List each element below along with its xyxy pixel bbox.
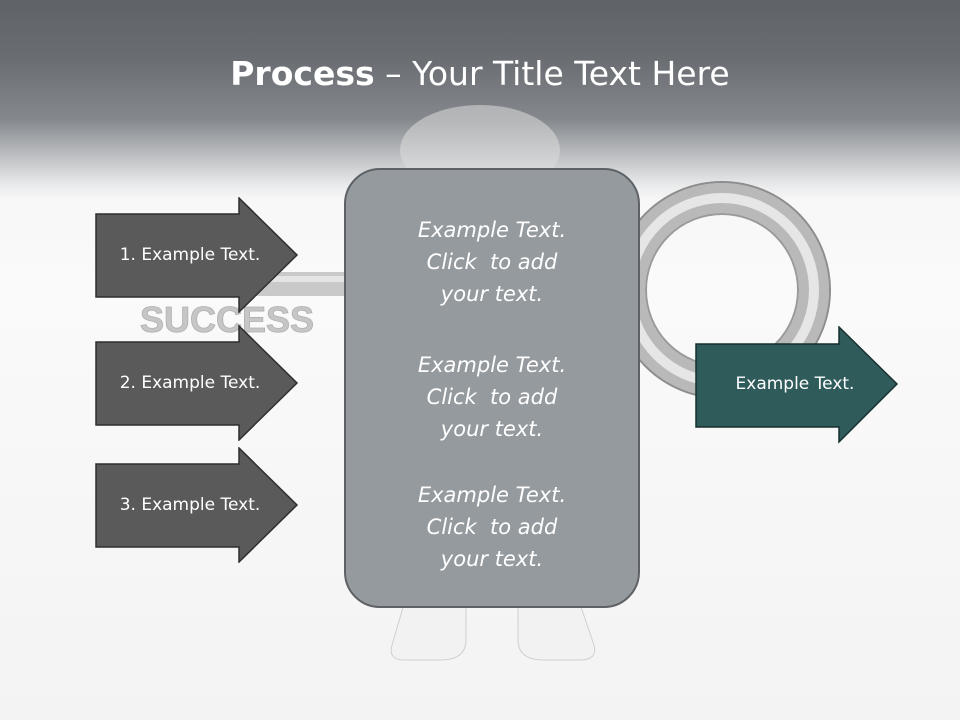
panel-line: Example Text. — [417, 353, 567, 377]
panel-line: your text. — [440, 547, 544, 571]
panel-block-1: Example Text. Click to add your text. — [346, 214, 638, 310]
panel-line: Click to add — [426, 250, 558, 274]
figure-right-foot — [517, 603, 596, 661]
result-arrow[interactable]: Example Text. — [695, 326, 899, 444]
panel-block-3: Example Text. Click to add your text. — [346, 479, 638, 575]
title-bold: Process — [230, 54, 375, 93]
arrow-shape — [95, 447, 299, 563]
arrow-shape — [95, 325, 299, 441]
arrow-shape — [95, 197, 299, 313]
panel-line: Click to add — [426, 515, 558, 539]
arrow-shape — [695, 326, 899, 444]
process-arrow-1[interactable]: 1. Example Text. — [95, 197, 299, 313]
panel-line: Example Text. — [417, 218, 567, 242]
panel-line: your text. — [440, 282, 544, 306]
panel-block-2: Example Text. Click to add your text. — [346, 349, 638, 445]
process-arrow-3[interactable]: 3. Example Text. — [95, 447, 299, 563]
arrow-label: Example Text. — [735, 374, 855, 394]
panel-line: Example Text. — [417, 483, 567, 507]
arrow-label: 2. Example Text. — [119, 373, 261, 393]
title-rest: – Your Title Text Here — [374, 54, 730, 93]
center-text-panel[interactable]: Example Text. Click to add your text. Ex… — [344, 168, 640, 608]
arrow-label: 1. Example Text. — [119, 245, 261, 265]
figure-left-foot — [390, 603, 467, 661]
slide-title: Process – Your Title Text Here — [0, 52, 960, 96]
arrow-label: 3. Example Text. — [119, 495, 261, 515]
panel-line: Click to add — [426, 385, 558, 409]
panel-line: your text. — [440, 417, 544, 441]
success-word: SUCCESS — [140, 299, 314, 340]
process-arrow-2[interactable]: 2. Example Text. — [95, 325, 299, 441]
